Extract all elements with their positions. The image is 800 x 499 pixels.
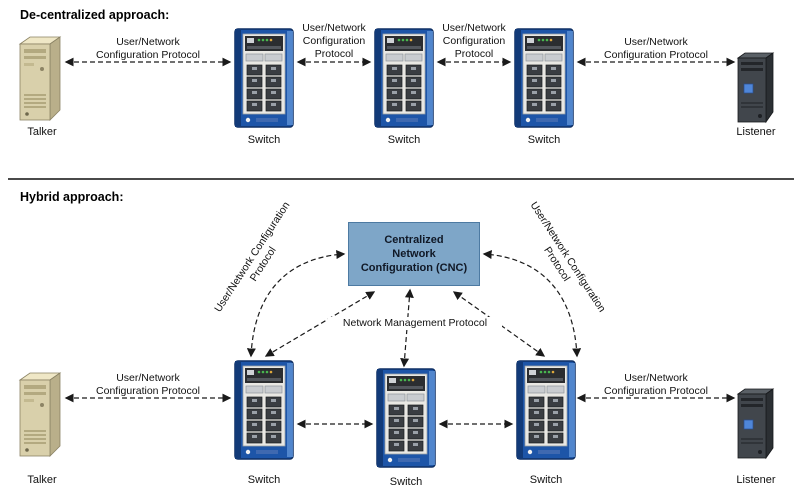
arrow-cnc-right-curve <box>482 250 582 358</box>
arrow-cnc-switch2 <box>400 288 414 368</box>
switch3-icon-top <box>514 28 574 128</box>
arrow-cnc-switch3 <box>452 291 546 357</box>
talker-label-top: Talker <box>27 126 57 138</box>
listener-label-top: Listener <box>736 126 776 138</box>
protocol-label-top-2: User/Network Configuration Protocol <box>302 22 366 60</box>
switch2-icon-bottom <box>376 368 436 468</box>
switch1-label-top: Switch <box>247 134 281 146</box>
switch1-label-bottom: Switch <box>247 474 281 486</box>
cnc-line-2: Network <box>392 247 436 260</box>
cnc-line-1: Centralized <box>384 233 444 246</box>
listener-icon-bottom <box>737 388 774 459</box>
switch1-icon-top <box>234 28 294 128</box>
network-management-label: Network Management Protocol <box>328 317 502 330</box>
protocol-label-bottom-right: User/Network Configuration Protocol <box>604 372 708 397</box>
cnc-line-3: Configuration (CNC) <box>360 262 468 275</box>
switch3-label-bottom: Switch <box>529 474 563 486</box>
protocol-label-top-4: User/Network Configuration Protocol <box>604 36 708 61</box>
switch3-label-top: Switch <box>527 134 561 146</box>
switch2-label-bottom: Switch <box>389 476 423 488</box>
protocol-label-top-3: User/Network Configuration Protocol <box>442 22 506 60</box>
switch3-icon-bottom <box>516 360 576 460</box>
arrow-cnc-switch1 <box>264 291 376 357</box>
talker-icon-bottom <box>19 372 61 457</box>
cnc-box: Centralized Network Configuration (CNC) <box>348 222 480 286</box>
protocol-label-top-1: User/Network Configuration Protocol <box>96 36 200 61</box>
arrow-cnc-left-curve <box>246 250 346 358</box>
switch2-label-top: Switch <box>387 134 421 146</box>
listener-label-bottom: Listener <box>736 474 776 486</box>
talker-label-bottom: Talker <box>27 474 57 486</box>
talker-icon-top <box>19 36 61 121</box>
section-divider <box>8 178 794 180</box>
hybrid-title: Hybrid approach: <box>20 190 124 204</box>
protocol-label-bottom-left: User/Network Configuration Protocol <box>96 372 200 397</box>
switch1-icon-bottom <box>234 360 294 460</box>
decentralized-title: De-centralized approach: <box>20 8 170 22</box>
listener-icon-top <box>737 52 774 123</box>
switch2-icon-top <box>374 28 434 128</box>
